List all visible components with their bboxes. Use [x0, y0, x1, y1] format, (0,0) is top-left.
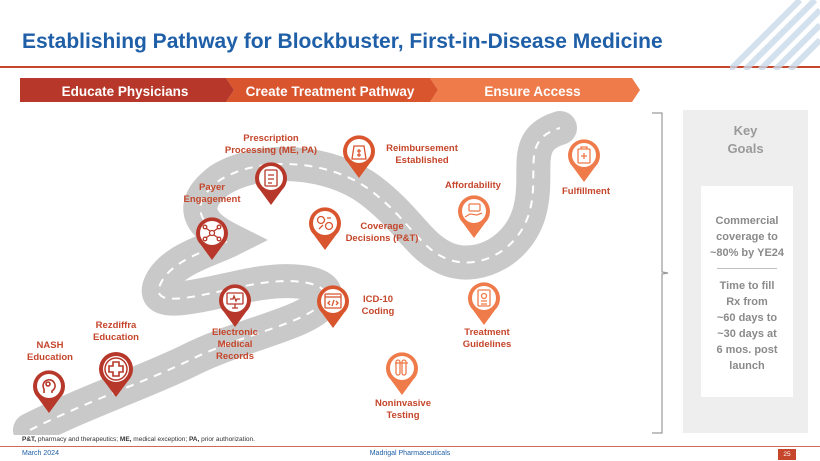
- label-payer-engagement: Payer Engagement: [183, 182, 241, 205]
- pin-payer: [196, 217, 228, 260]
- head-brain-icon: [42, 378, 56, 393]
- label-rezdiffra-education: Rezdiffra Education: [93, 320, 139, 343]
- pin-icd: [317, 285, 349, 328]
- label-electronic-medical-records: Electronic Medical Records: [212, 327, 258, 362]
- phase-ensure-access: Ensure Access: [484, 84, 581, 99]
- goals-bracket: [652, 112, 669, 434]
- title-divider: [0, 66, 820, 68]
- pin-noninvasive: [386, 352, 418, 395]
- label-reimbursement-established: Reimbursement Established: [386, 143, 458, 166]
- pin-affordability: [458, 195, 490, 238]
- pin-reimbursement: [343, 135, 375, 178]
- medical-cross-icon: [108, 361, 124, 377]
- footer-company: Madrigal Pharmaceuticals: [369, 450, 451, 457]
- goal-commercial-coverage: Commercial coverage to ~80% by YE24: [709, 215, 785, 259]
- code-window-icon: [324, 293, 342, 309]
- abbreviations-footnote: P&T, pharmacy and therapeutics; ME, medi…: [22, 436, 255, 443]
- label-treatment-guidelines: Treatment Guidelines: [462, 327, 512, 350]
- key-goals-box: [701, 186, 793, 397]
- pin-prescription: [255, 162, 287, 205]
- decorative-stripes: [730, 0, 820, 70]
- label-coverage-decisions: Coverage Decisions (P&T): [345, 221, 419, 244]
- pharmacy-bag-icon: [577, 146, 591, 164]
- label-affordability: Affordability: [445, 180, 501, 191]
- coverage-gears-icon: [316, 215, 334, 231]
- goal-divider: [717, 268, 777, 269]
- monitor-record-icon: [226, 292, 244, 309]
- phase-create-treatment-pathway: Create Treatment Pathway: [245, 84, 415, 99]
- test-tubes-icon: [395, 359, 408, 376]
- phase-create-shape: [226, 78, 438, 102]
- label-prescription-processing: Prescription Processing (ME, PA): [224, 133, 318, 156]
- phase-access-shape: [20, 78, 234, 102]
- page-number: 25: [778, 449, 796, 460]
- footer-divider: [0, 446, 820, 447]
- pin-coverage: [309, 207, 341, 250]
- footer-date: March 2024: [22, 450, 59, 457]
- pathway-road: [13, 111, 577, 435]
- label-noninvasive-testing: Noninvasive Testing: [375, 398, 431, 421]
- key-goals-title: Key Goals: [727, 123, 764, 156]
- guidelines-document-icon: [477, 289, 491, 307]
- pin-fulfillment: [568, 139, 600, 182]
- label-icd10-coding: ICD-10 Coding: [361, 294, 395, 317]
- phase-educate-physicians: Educate Physicians: [61, 84, 189, 99]
- hand-money-icon: [464, 203, 483, 218]
- pin-nash: [33, 370, 65, 413]
- prescription-clipboard-icon: [264, 169, 278, 187]
- label-nash-education: NASH Education: [27, 340, 73, 363]
- pin-emr: [219, 284, 251, 327]
- money-bag-icon: [351, 145, 367, 160]
- page-title: Establishing Pathway for Blockbuster, Fi…: [22, 30, 663, 53]
- pin-rezdiffra: [99, 351, 133, 397]
- phase-educate-shape: [430, 78, 640, 102]
- label-fulfillment: Fulfillment: [561, 186, 611, 197]
- pin-guidelines: [468, 282, 500, 325]
- network-icon: [202, 224, 222, 242]
- phase-banner: [20, 78, 640, 102]
- goal-time-to-fill: Time to fill Rx from ~60 days to ~30 day…: [716, 280, 778, 372]
